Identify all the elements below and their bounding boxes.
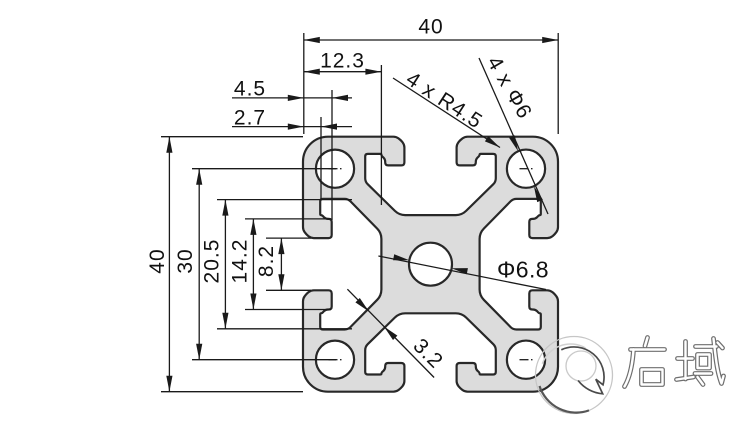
svg-text:40: 40 bbox=[418, 16, 443, 39]
svg-text:4.5: 4.5 bbox=[234, 78, 266, 101]
svg-text:8.2: 8.2 bbox=[255, 245, 278, 277]
svg-text:40: 40 bbox=[146, 248, 169, 273]
svg-text:14.2: 14.2 bbox=[228, 239, 251, 284]
svg-text:30: 30 bbox=[174, 248, 197, 273]
svg-text:Φ6.8: Φ6.8 bbox=[497, 257, 549, 283]
svg-text:20.5: 20.5 bbox=[200, 239, 223, 284]
svg-text:12.3: 12.3 bbox=[320, 50, 365, 73]
svg-text:2.7: 2.7 bbox=[234, 107, 266, 130]
